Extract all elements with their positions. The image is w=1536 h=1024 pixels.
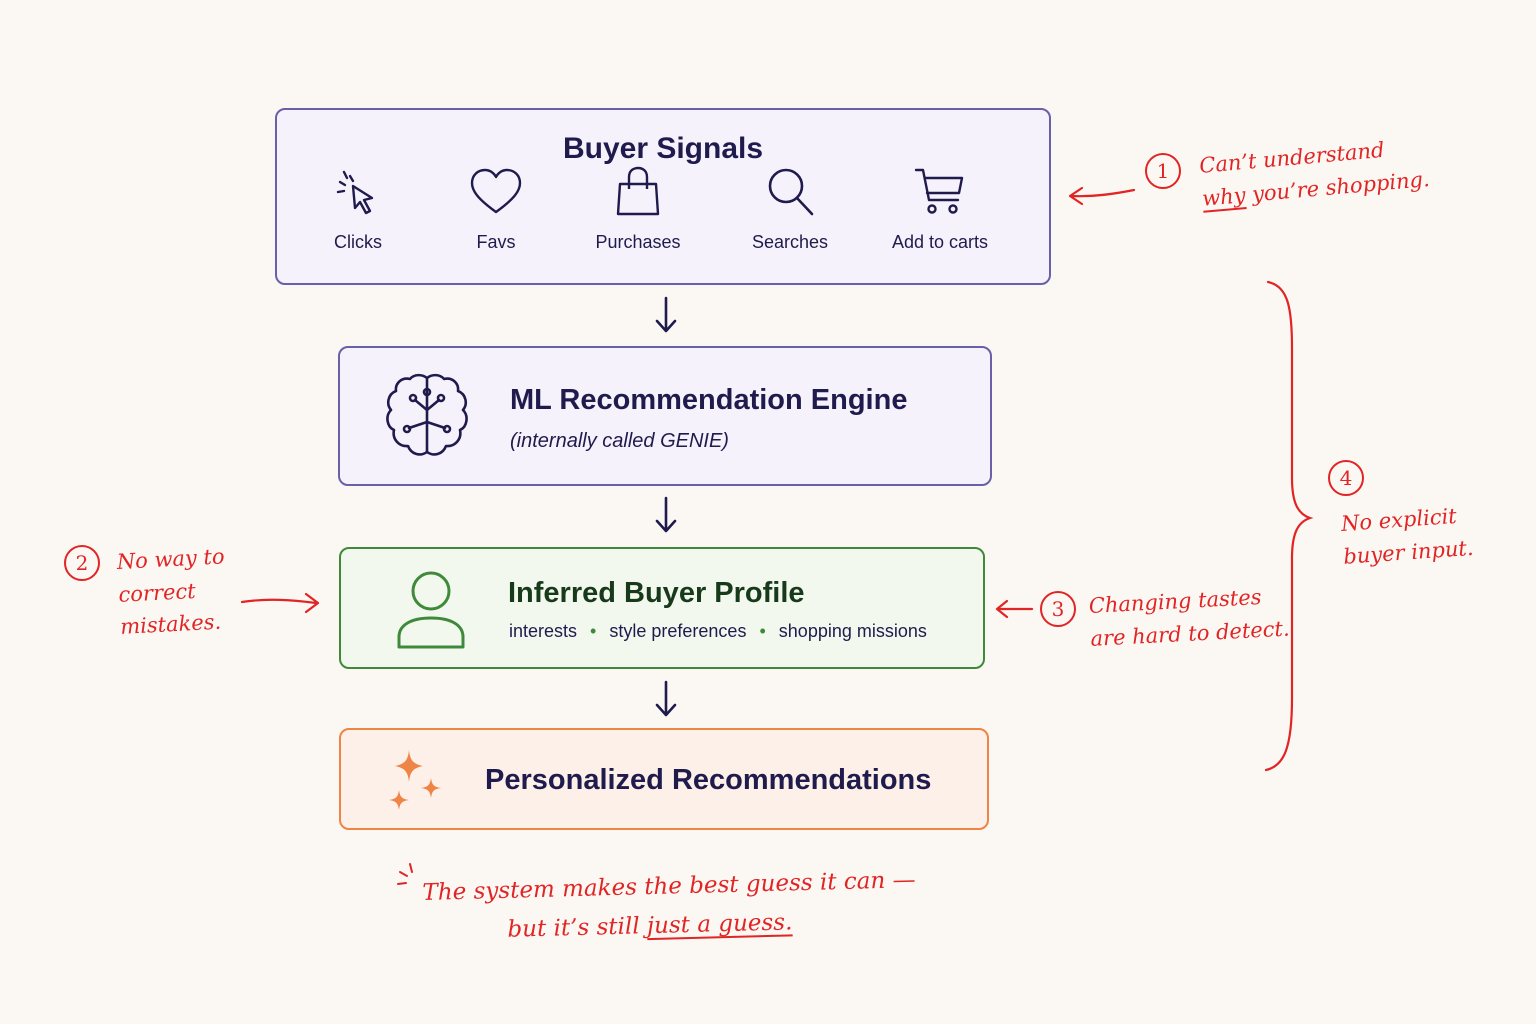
annotation-2-line1: No way to bbox=[116, 544, 226, 574]
curly-brace-icon bbox=[1264, 280, 1314, 772]
buyer-signals-title: Buyer Signals bbox=[562, 132, 764, 165]
signal-purchases: Purchases bbox=[563, 162, 713, 253]
heart-icon bbox=[470, 168, 522, 214]
arrow-down-icon bbox=[655, 496, 677, 533]
person-icon bbox=[397, 571, 465, 649]
sparkles-icon bbox=[389, 750, 441, 810]
buyer-profile-tags: interests • style preferences • shopping… bbox=[509, 621, 927, 642]
ml-engine-title: ML Recommendation Engine bbox=[510, 384, 908, 416]
annotation-1-text: Can’t understand why you’re shopping. bbox=[1198, 130, 1431, 215]
buyer-profile-box: Inferred Buyer Profile interests • style… bbox=[339, 547, 985, 669]
cart-icon bbox=[914, 168, 964, 214]
signal-label: Clicks bbox=[334, 232, 382, 252]
signal-label: Searches bbox=[751, 232, 829, 252]
annotation-2-text: No way to correct mistakes. bbox=[116, 540, 229, 643]
ml-engine-subtitle: (internally called GENIE) bbox=[510, 430, 729, 452]
arrow-right-icon bbox=[240, 592, 320, 614]
arrow-down-icon bbox=[655, 680, 677, 717]
annotation-number-4: 4 bbox=[1328, 460, 1364, 496]
shopping-bag-icon bbox=[616, 166, 660, 216]
bullet-dot: • bbox=[759, 621, 766, 641]
signal-label: Add to carts bbox=[891, 232, 989, 252]
emphasis-marks-icon bbox=[397, 863, 413, 885]
arrow-down-icon bbox=[655, 296, 677, 333]
annotation-2-line3: mistakes. bbox=[119, 609, 222, 639]
annotation-number-2: 2 bbox=[64, 545, 100, 581]
arrow-left-icon bbox=[995, 599, 1034, 619]
profile-tag: shopping missions bbox=[778, 621, 927, 641]
signal-label: Purchases bbox=[595, 232, 681, 252]
buyer-signals-box: Buyer Signals Clicks Favs Purchases Sear… bbox=[275, 108, 1051, 285]
bullet-dot: • bbox=[590, 621, 597, 641]
annotation-3-text: Changing tastes are hard to detect. bbox=[1088, 580, 1290, 655]
footer-note: The system makes the best guess it can —… bbox=[422, 861, 917, 952]
recommendations-box: Personalized Recommendations bbox=[339, 728, 989, 830]
brain-icon bbox=[386, 373, 468, 456]
ml-engine-box: ML Recommendation Engine (internally cal… bbox=[338, 346, 992, 486]
signal-label: Favs bbox=[476, 232, 516, 252]
annotation-1-emphasis: why bbox=[1201, 182, 1247, 211]
signal-add-to-carts: Add to carts bbox=[865, 162, 1015, 253]
annotation-number-1: 1 bbox=[1145, 153, 1181, 189]
signal-searches: Searches bbox=[715, 162, 865, 253]
profile-tag: interests bbox=[509, 621, 578, 641]
buyer-profile-title: Inferred Buyer Profile bbox=[508, 577, 805, 609]
signal-clicks: Clicks bbox=[283, 162, 433, 253]
magnifier-icon bbox=[768, 168, 814, 216]
annotation-number-3: 3 bbox=[1040, 591, 1076, 627]
footer-note-emphasis: just a guess. bbox=[646, 909, 793, 940]
profile-tag: style preferences bbox=[609, 621, 747, 641]
recommendations-title: Personalized Recommendations bbox=[485, 764, 932, 796]
signal-favs: Favs bbox=[421, 162, 571, 253]
footer-note-lead: but it’s still bbox=[507, 913, 648, 943]
arrow-left-icon bbox=[1068, 186, 1136, 206]
cursor-click-icon bbox=[336, 170, 374, 215]
annotation-4-text: No explicit buyer input. bbox=[1340, 499, 1475, 573]
